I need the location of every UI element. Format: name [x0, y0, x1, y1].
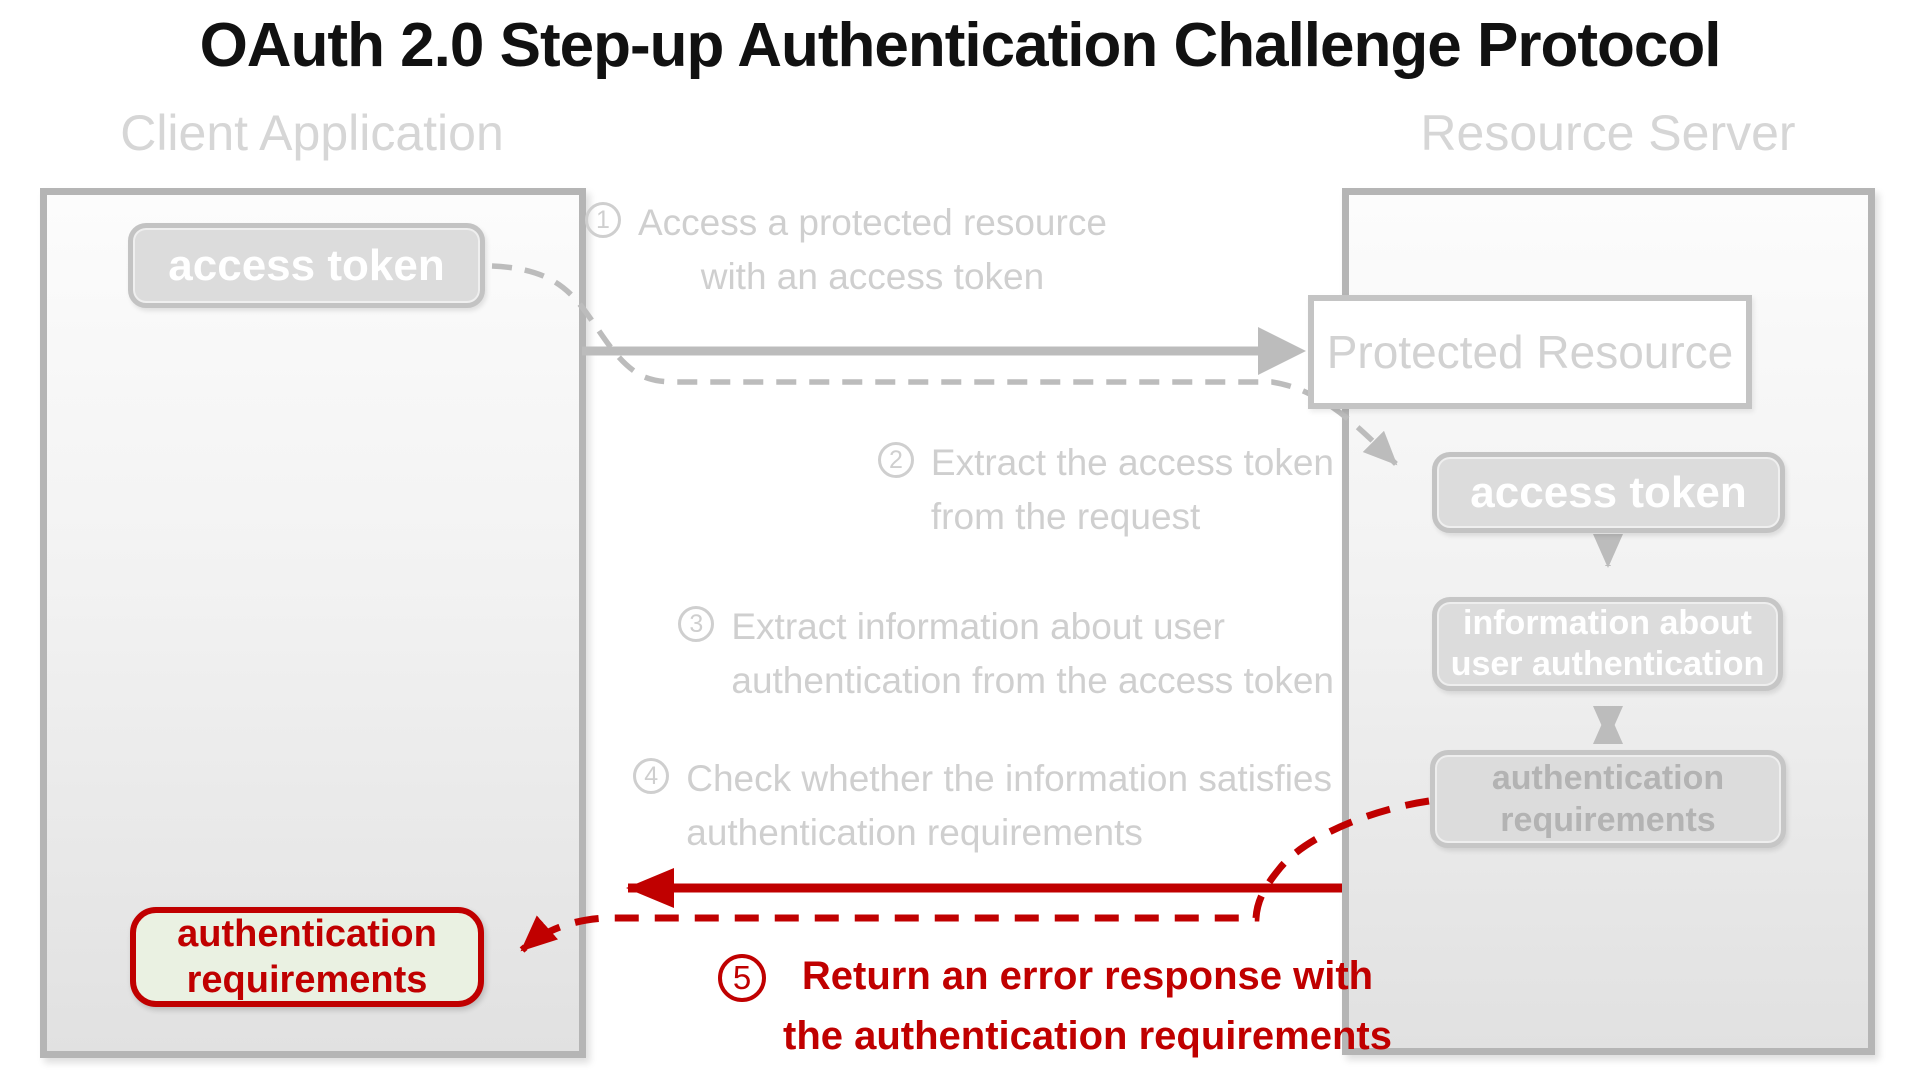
step-5: 5 Return an error response with the auth…	[718, 946, 1392, 1066]
user-auth-info-line2: user authentication	[1450, 645, 1765, 683]
step-4-circle: 4	[633, 758, 670, 794]
step-1-circle: 1	[585, 202, 621, 238]
protected-resource-box: Protected Resource	[1308, 295, 1752, 409]
client-auth-requirements-line1: authentication	[177, 913, 437, 955]
user-auth-info-line1: information about	[1463, 604, 1752, 642]
server-auth-requirements-line2: requirements	[1500, 801, 1716, 839]
protected-resource-label: Protected Resource	[1326, 326, 1734, 378]
step-4-line-1: Check whether the information satisfies	[686, 758, 1332, 799]
step-1-line-2: with an access token	[700, 256, 1045, 297]
server-access-token-box: access token	[1432, 452, 1785, 533]
server-access-token-label: access token	[1470, 467, 1747, 517]
client-access-token-box: access token	[128, 223, 485, 308]
user-auth-info-box: information about user authentication	[1432, 597, 1783, 691]
server-lane-label: Resource Server	[1420, 105, 1796, 161]
step-5-circle: 5	[718, 954, 766, 1002]
step-2-line-1: Extract the access token	[930, 442, 1334, 483]
step-4: 4 Check whether the information satisfie…	[633, 752, 1332, 860]
step-5-line-2: the authentication requirements	[783, 1014, 1392, 1058]
request-arrow	[582, 327, 1306, 375]
step-2: 2 Extract the access token from the requ…	[877, 436, 1334, 544]
step-5-line-1: Return an error response with	[801, 954, 1374, 998]
step-3-line-1: Extract information about user	[731, 606, 1225, 647]
step-3: 3 Extract information about user authent…	[678, 600, 1334, 708]
client-auth-requirements-box: authentication requirements	[130, 907, 484, 1007]
step-1-line-1: Access a protected resource	[638, 202, 1107, 243]
step-4-line-2: authentication requirements	[686, 812, 1143, 853]
client-auth-requirements-line2: requirements	[186, 959, 428, 1001]
diagram-title: OAuth 2.0 Step-up Authentication Challen…	[199, 11, 1722, 80]
client-lane-label: Client Application	[120, 105, 504, 161]
server-auth-requirements-box: authentication requirements	[1430, 750, 1786, 848]
step-2-circle: 2	[877, 442, 914, 478]
step-1: 1 Access a protected resource with an ac…	[585, 196, 1107, 304]
step-3-line-2: authentication from the access token	[731, 660, 1334, 701]
client-access-token-label: access token	[168, 240, 445, 290]
server-auth-requirements-line1: authentication	[1491, 759, 1725, 797]
step-3-circle: 3	[678, 606, 715, 642]
step-2-line-2: from the request	[930, 496, 1201, 537]
